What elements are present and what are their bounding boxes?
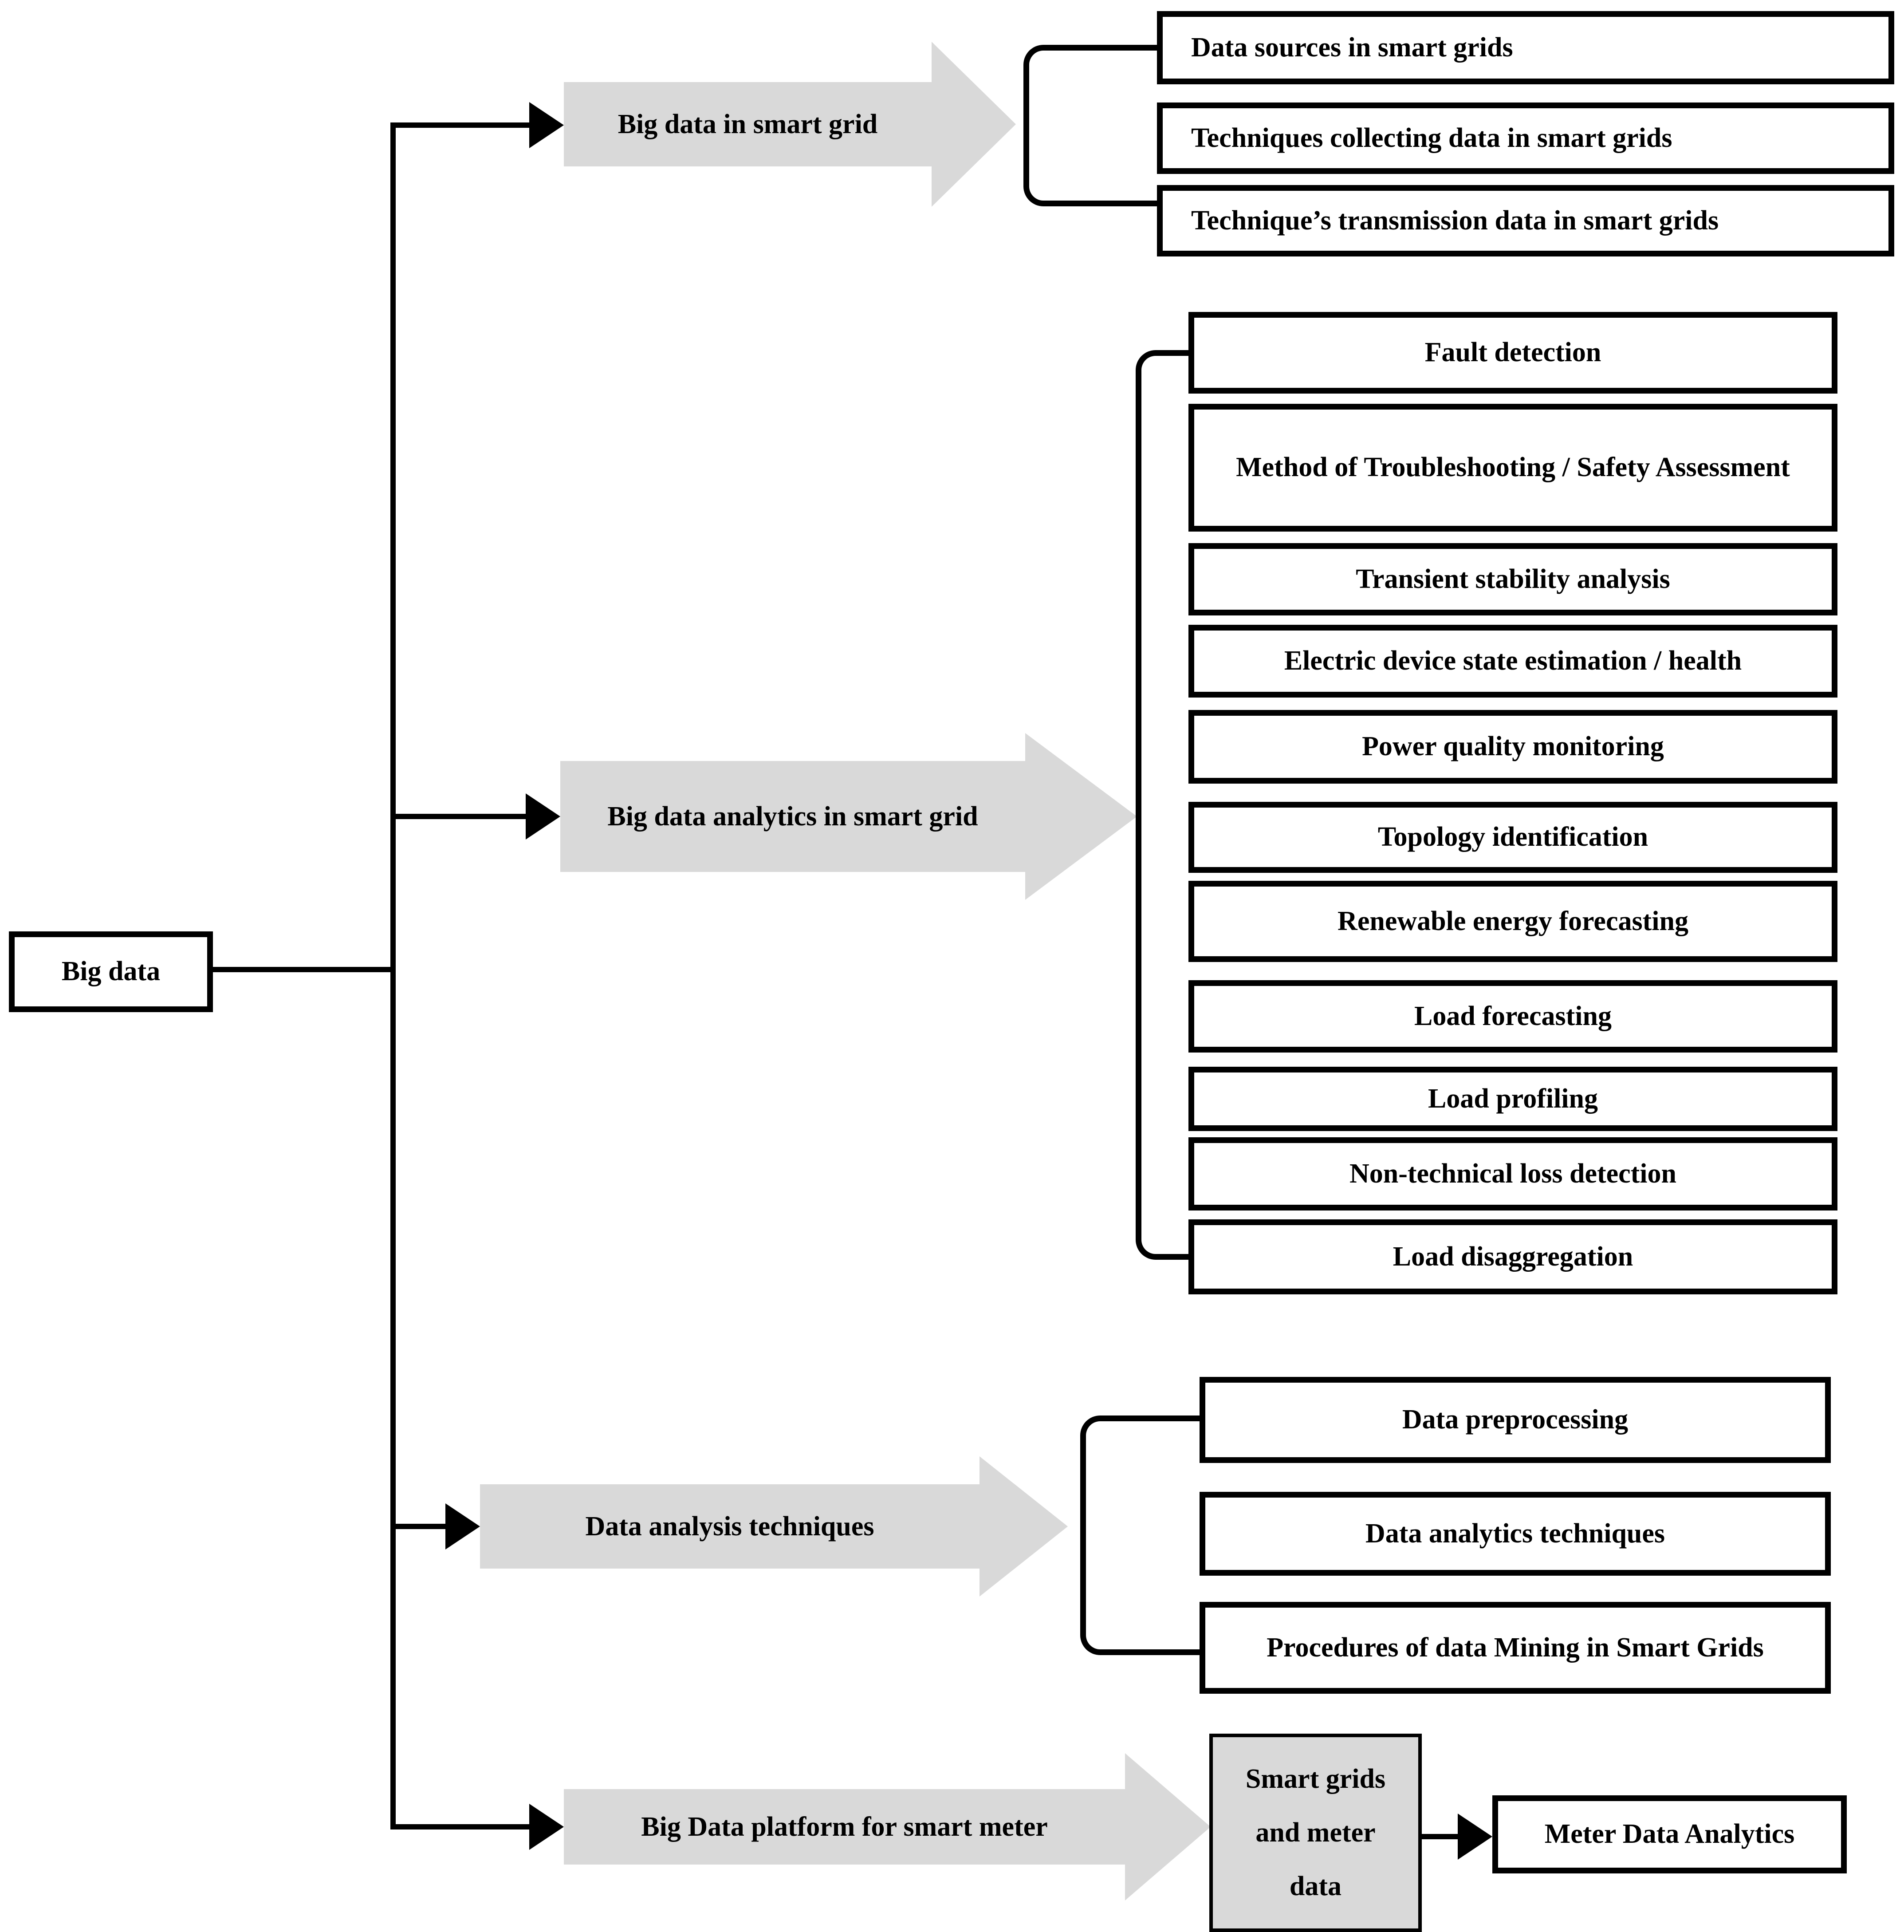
branch2-item-box: Power quality monitoring: [1188, 710, 1837, 784]
branch2-label: Big data analytics in smart grid: [607, 801, 978, 832]
branch2-item-label: Topology identification: [1377, 822, 1648, 852]
branch3-item-label: Data analytics techniques: [1365, 1518, 1665, 1549]
branch2-block-arrow-head-icon: [1025, 733, 1137, 900]
branch2-item-label: Renewable energy forecasting: [1338, 906, 1688, 936]
branch3-label: Data analysis techniques: [585, 1511, 874, 1542]
branch4-label: Big Data platform for smart meter: [641, 1811, 1048, 1842]
branch3-block-arrow-head-icon: [980, 1456, 1068, 1597]
branch4-arrowhead-icon: [529, 1804, 564, 1850]
branch2-item-box: Load disaggregation: [1188, 1219, 1837, 1294]
branch2-bracket: [1136, 350, 1188, 1260]
branch3-item-label: Data preprocessing: [1402, 1404, 1629, 1435]
branch2-item-label: Method of Troubleshooting / Safety Asses…: [1236, 452, 1790, 483]
smart-grids-meter-data-line: Smart grids: [1245, 1764, 1386, 1794]
branch2-line: [396, 814, 527, 819]
meter-data-analytics-label: Meter Data Analytics: [1544, 1819, 1795, 1849]
branch2-item-label: Load forecasting: [1414, 1001, 1612, 1031]
branch2-item-box: Load forecasting: [1188, 980, 1837, 1053]
branch3-item-box: Procedures of data Mining in Smart Grids: [1200, 1602, 1831, 1694]
branch1-label: Big data in smart grid: [618, 109, 878, 139]
branch2-item-box: Electric device state estimation / healt…: [1188, 625, 1837, 698]
root-label: Big data: [61, 956, 161, 987]
branch3-item-box: Data analytics techniques: [1200, 1492, 1831, 1576]
branch2-item-box: Transient stability analysis: [1188, 543, 1837, 615]
branch2-item-box: Non-technical loss detection: [1188, 1137, 1837, 1210]
branch2-item-box: Fault detection: [1188, 312, 1837, 394]
branch3-bracket: [1080, 1415, 1200, 1655]
meter-analytics-line: [1422, 1834, 1462, 1839]
branch1-item-box: Techniques collecting data in smart grid…: [1157, 103, 1894, 174]
root-box-big-data: Big data: [9, 931, 213, 1012]
branch1-item-label: Techniques collecting data in smart grid…: [1191, 122, 1672, 153]
branch2-item-label: Non-technical loss detection: [1349, 1158, 1677, 1189]
branch3-block-arrow: Data analysis techniques: [480, 1484, 980, 1569]
branch2-item-label: Transient stability analysis: [1356, 564, 1670, 594]
branch3-item-label: Procedures of data Mining in Smart Grids: [1267, 1632, 1764, 1663]
branch2-item-label: Load disaggregation: [1393, 1241, 1633, 1272]
branch2-item-label: Electric device state estimation / healt…: [1284, 646, 1742, 676]
branch1-arrowhead-icon: [529, 102, 564, 148]
branch1-block-arrow: Big data in smart grid: [564, 82, 932, 166]
smart-grids-meter-data-line: and meter: [1255, 1818, 1376, 1848]
branch2-item-box: Topology identification: [1188, 802, 1837, 873]
branch1-item-label: Data sources in smart grids: [1191, 32, 1513, 63]
branch2-item-label: Power quality monitoring: [1362, 731, 1664, 762]
branch1-bracket: [1023, 45, 1157, 206]
branch2-item-label: Load profiling: [1428, 1083, 1598, 1114]
smart-grids-meter-data-box: Smart grids and meter data: [1209, 1734, 1422, 1932]
root-connector-line: [213, 967, 390, 972]
meter-analytics-arrowhead-icon: [1458, 1814, 1492, 1860]
branch3-arrowhead-icon: [445, 1503, 480, 1550]
branch2-block-arrow: Big data analytics in smart grid: [560, 761, 1025, 872]
branch4-line: [390, 1824, 531, 1829]
branch1-block-arrow-head-icon: [932, 42, 1016, 207]
branch1-item-label: Technique’s transmission data in smart g…: [1191, 205, 1719, 236]
meter-data-analytics-box: Meter Data Analytics: [1492, 1795, 1847, 1873]
branch1-line: [390, 122, 531, 128]
branch1-item-box: Data sources in smart grids: [1157, 11, 1894, 84]
trunk-line: [390, 122, 396, 1829]
branch2-arrowhead-icon: [526, 793, 560, 840]
branch2-item-label: Fault detection: [1424, 337, 1601, 368]
smart-grids-meter-data-line: data: [1289, 1871, 1342, 1901]
branch3-item-box: Data preprocessing: [1200, 1377, 1831, 1463]
branch2-item-box: Method of Troubleshooting / Safety Asses…: [1188, 404, 1837, 532]
branch3-line: [396, 1524, 447, 1529]
branch2-item-box: Renewable energy forecasting: [1188, 881, 1837, 962]
branch2-item-box: Load profiling: [1188, 1067, 1837, 1131]
branch4-block-arrow-head-icon: [1125, 1753, 1211, 1900]
branch1-item-box: Technique’s transmission data in smart g…: [1157, 185, 1894, 256]
branch4-block-arrow: Big Data platform for smart meter: [564, 1789, 1125, 1865]
